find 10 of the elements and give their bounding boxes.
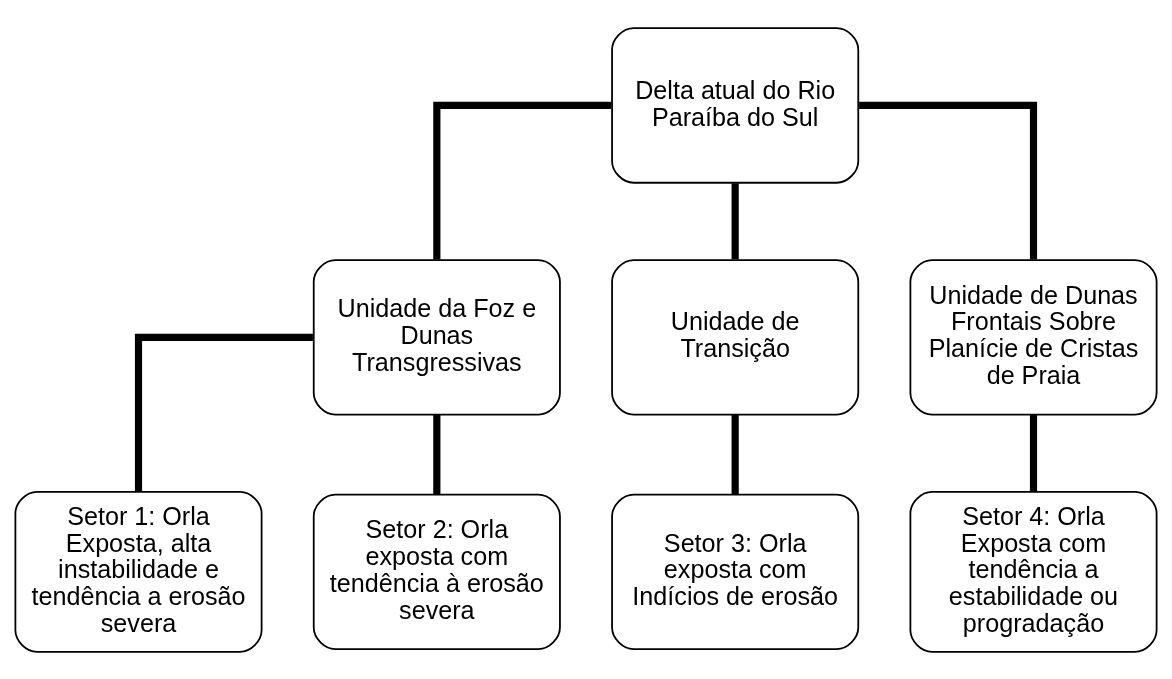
connector — [731, 182, 739, 259]
node-box: Unidade da Foz e Dunas Transgressivas — [312, 258, 561, 415]
node-box: Unidade de Transição — [611, 258, 860, 415]
node-box: Delta atual do Rio Paraíba do Sul — [611, 26, 860, 184]
connector — [433, 101, 612, 259]
node-box: Setor 4: Orla Exposta com tendência a estabilidade ou progradação — [909, 490, 1158, 653]
node-box: Setor 2: Orla exposta com tendência à erosão severa — [312, 493, 561, 650]
node-box: Unidade de Dunas Frontais Sobre Planície de Cristas de Praia — [909, 258, 1158, 415]
node-box: Setor 1: Orla Exposta, alta instabilidade e tendência a erosão severa — [14, 490, 263, 653]
node-box: Setor 3: Orla exposta com Indícios de erosão — [611, 493, 860, 650]
